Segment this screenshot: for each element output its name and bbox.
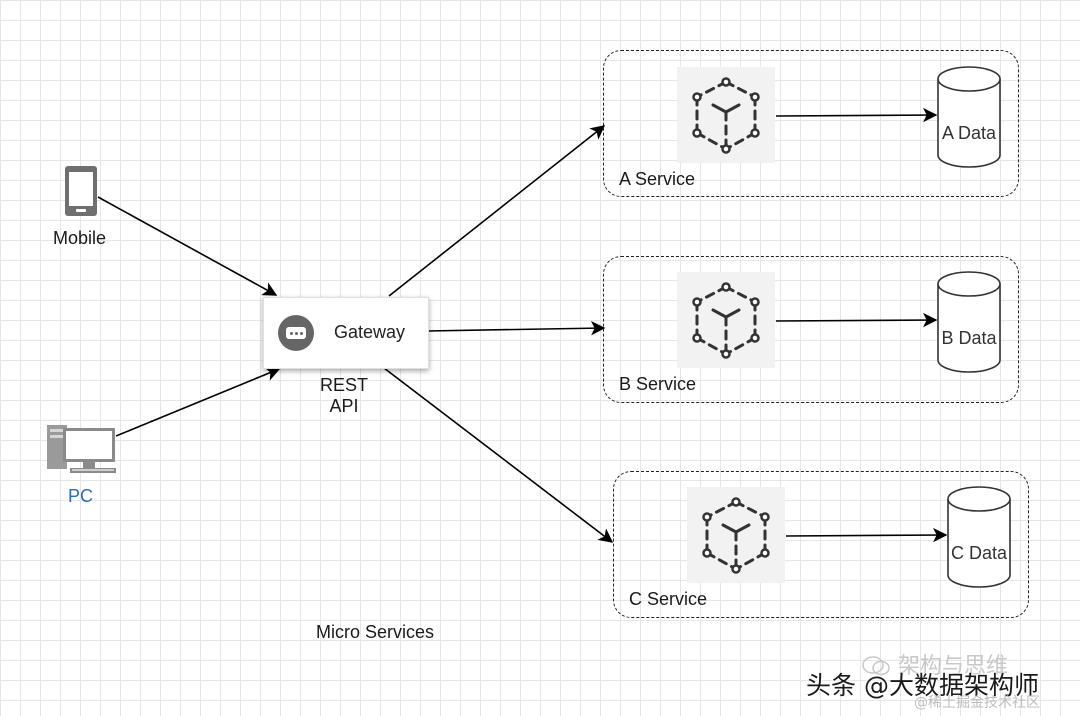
desktop-pc-icon <box>47 425 116 473</box>
edge-mobile-gateway <box>97 196 278 296</box>
gateway-label: Gateway <box>334 322 406 342</box>
c-data-database[interactable]: C Data <box>946 485 1012 589</box>
c-service-label: C Service <box>629 589 708 609</box>
edge-gateway-b-service <box>426 321 606 336</box>
a-data-label: A Data <box>941 123 997 143</box>
service-c-cube-tile <box>687 487 785 583</box>
b-service-label: B Service <box>619 374 697 394</box>
edge-c-service-c-data <box>785 527 948 543</box>
watermark-tertiary: @稀土掘金技术社区 <box>914 695 1040 711</box>
gateway-node[interactable]: Gateway <box>263 297 429 369</box>
database-cylinder-icon <box>937 66 1001 168</box>
edge-pc-gateway <box>115 367 281 437</box>
edge-gateway-c-service <box>383 367 614 543</box>
a-data-database[interactable]: A Data <box>936 65 1002 169</box>
service-b-cube-tile <box>677 272 775 368</box>
service-a-cube-tile <box>677 67 775 163</box>
rest-api-line-2: API <box>329 396 359 416</box>
watermark-secondary-text: 架构与思维 <box>898 654 1009 679</box>
microservice-cube-icon <box>692 282 760 359</box>
database-cylinder-icon <box>947 486 1011 588</box>
watermark-main: 头条 @大数据架构师 <box>806 671 1039 700</box>
pc-label: PC <box>68 486 94 506</box>
edge-a-service-a-data <box>775 107 938 123</box>
service-c-container[interactable] <box>613 471 1029 618</box>
mobile-label: Mobile <box>53 228 107 248</box>
pc-node[interactable]: PC <box>44 423 122 509</box>
microservice-cube-icon <box>692 77 760 154</box>
edge-b-service-b-data <box>775 312 938 328</box>
microservice-cube-icon <box>702 497 770 574</box>
rest-api-line-1: REST <box>319 375 368 395</box>
database-cylinder-icon <box>937 271 1001 373</box>
mobile-phone-icon <box>65 166 97 216</box>
edge-gateway-a-service <box>388 125 606 297</box>
gateway-icon <box>278 315 314 351</box>
service-b-container[interactable] <box>603 256 1019 403</box>
a-service-label: A Service <box>619 169 696 189</box>
wechat-icon <box>862 656 890 676</box>
service-a-container[interactable] <box>603 50 1019 197</box>
watermark-secondary: 架构与思维 <box>862 648 1008 680</box>
c-data-label: C Data <box>950 543 1008 563</box>
b-data-label: B Data <box>941 328 997 348</box>
diagram-caption: Micro Services <box>316 622 435 642</box>
mobile-node[interactable]: Mobile <box>50 163 114 248</box>
b-data-database[interactable]: B Data <box>936 270 1002 374</box>
rest-api-label: REST API <box>318 375 370 417</box>
